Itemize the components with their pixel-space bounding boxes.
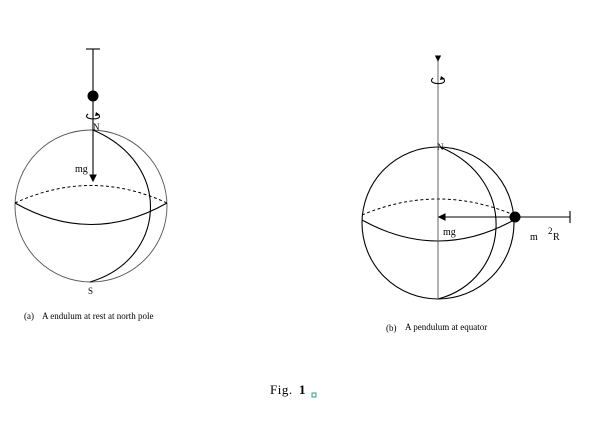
- figure-caption-label: Fig.: [270, 382, 293, 397]
- panel-b-meridian: [437, 146, 497, 300]
- panel-a-sphere: [14, 129, 168, 283]
- panel-a-bob: [87, 90, 99, 102]
- panel-b-caption-tag: (b): [386, 323, 397, 333]
- panel-a-north-label: N: [93, 122, 100, 132]
- panel-a: N mg S (a) A endulum at rest at north po…: [14, 48, 168, 321]
- panel-b-gravity-label: mg: [443, 227, 456, 238]
- panel-b: N mg m 2 R (b) A pendulum at equator: [361, 55, 571, 333]
- panel-b-north-label: N: [437, 142, 444, 152]
- panel-a-south-label: S: [88, 286, 93, 296]
- panel-a-equator-front: [14, 202, 168, 225]
- panel-a-caption-text: A endulum at rest at north pole: [42, 311, 153, 321]
- panel-a-meridian: [89, 129, 152, 283]
- panel-b-rotation-icon: [430, 77, 446, 85]
- panel-b-centripetal-sup: 2: [548, 226, 553, 236]
- panel-a-rotation-arrow-icon: [95, 112, 100, 116]
- panel-b-rotation-arrow-icon: [440, 76, 445, 80]
- panel-a-caption-tag: (a): [24, 311, 34, 321]
- panel-a-force-label: mg: [75, 164, 88, 175]
- panel-b-centripetal-r: R: [553, 232, 560, 243]
- figure-caption: Fig. 1: [270, 382, 317, 398]
- panel-a-equator-back: [14, 185, 168, 204]
- figure-caption-number: 1: [299, 382, 306, 397]
- figure-marker-icon: [311, 392, 317, 398]
- panel-b-centripetal-m: m: [530, 232, 538, 243]
- panel-b-caption-text: A pendulum at equator: [405, 322, 487, 332]
